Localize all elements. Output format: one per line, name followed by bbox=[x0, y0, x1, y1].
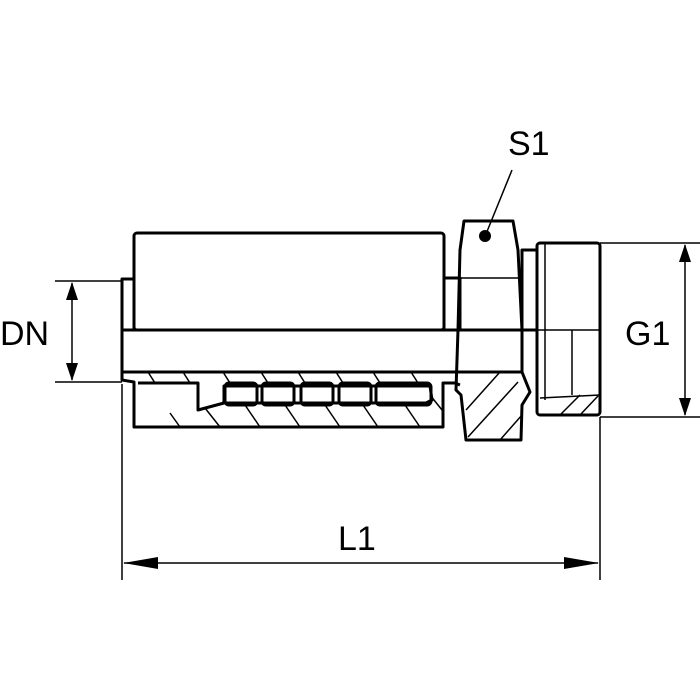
collar bbox=[520, 248, 539, 332]
g1-arrows bbox=[679, 244, 691, 416]
nut bbox=[454, 219, 532, 442]
l1-label: L1 bbox=[338, 520, 376, 558]
ferrule-ring bbox=[120, 277, 136, 332]
dimensions: DN G1 L1 S1 bbox=[0, 125, 700, 580]
grooves bbox=[223, 381, 433, 407]
s1-dot bbox=[479, 230, 491, 242]
thread-g1 bbox=[535, 241, 602, 417]
ferrule-outer bbox=[132, 231, 446, 332]
bore-band bbox=[120, 328, 524, 374]
thread-line bbox=[539, 394, 601, 399]
ferrule-lower bbox=[120, 372, 461, 429]
fitting-body bbox=[120, 219, 602, 442]
s1-leader bbox=[485, 169, 513, 235]
dn-label: DN bbox=[0, 315, 49, 353]
hatching bbox=[147, 371, 599, 441]
g1-label: G1 bbox=[625, 315, 670, 353]
s1-label: S1 bbox=[508, 125, 550, 163]
